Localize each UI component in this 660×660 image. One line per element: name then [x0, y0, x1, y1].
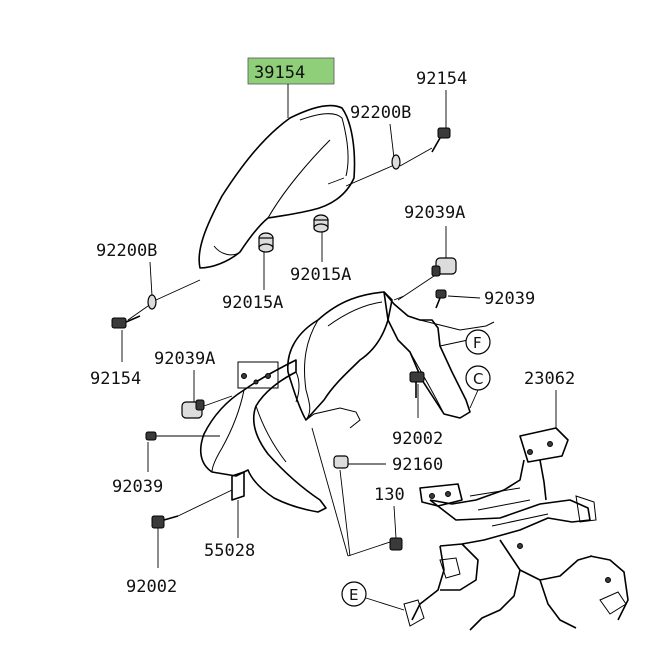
label-130: 130	[374, 485, 405, 505]
nut-icon	[389, 537, 403, 551]
bushing-icon	[313, 214, 329, 233]
collar-icon	[333, 455, 349, 469]
label-92002-bottom: 92002	[126, 577, 177, 597]
label-92039a-left: 92039A	[154, 349, 215, 369]
svg-text:F: F	[473, 334, 482, 352]
nut-icon	[151, 515, 179, 529]
label-92160: 92160	[392, 455, 443, 475]
front-stay-frame	[403, 427, 629, 631]
screw-icon	[145, 431, 157, 441]
label-92039a-right: 92039A	[404, 203, 465, 223]
label-92015a-left: 92015A	[222, 293, 283, 313]
washer-icon	[391, 154, 401, 170]
label-92200b-top: 92200B	[350, 103, 411, 123]
callout-f: F	[465, 329, 491, 355]
grommet-icon	[181, 399, 205, 419]
windshield	[198, 104, 356, 269]
upper-cowl	[287, 291, 495, 429]
label-92154-top: 92154	[416, 69, 467, 89]
bolt-icon	[431, 127, 451, 153]
label-92200b-left: 92200B	[96, 241, 157, 261]
label-92154-left: 92154	[90, 369, 141, 389]
label-55028: 55028	[204, 541, 255, 561]
grommet-icon	[431, 257, 457, 277]
label-39154-highlight	[247, 57, 335, 85]
label-23062: 23062	[524, 369, 575, 389]
bushing-icon	[258, 232, 274, 253]
bracket-icon	[231, 471, 245, 501]
label-92015a-right: 92015A	[290, 265, 351, 285]
side-cowl	[199, 359, 327, 513]
label-92039-right: 92039	[484, 289, 535, 309]
washer-icon	[147, 294, 157, 310]
bolt-icon	[409, 371, 425, 398]
label-92039-left: 92039	[112, 477, 163, 497]
screw-icon	[435, 289, 447, 309]
callout-c: C	[465, 365, 491, 391]
svg-text:C: C	[473, 370, 483, 388]
label-39154: 39154	[254, 63, 305, 83]
label-92002-mid: 92002	[392, 429, 443, 449]
svg-text:E: E	[349, 586, 358, 604]
callout-e: E	[341, 581, 367, 607]
bolt-icon	[111, 315, 141, 329]
